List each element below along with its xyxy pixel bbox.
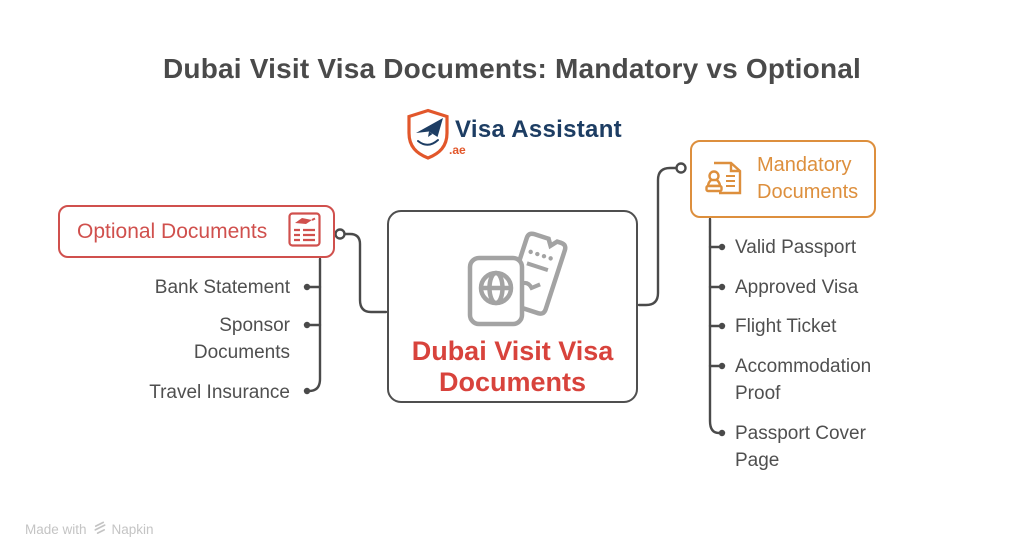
- optional-item-bank-statement: Bank Statement: [154, 277, 290, 298]
- napkin-icon: [92, 520, 107, 538]
- shield-plane-icon: [403, 108, 453, 164]
- passport-ticket-icon: [458, 228, 568, 336]
- connector-center-mandatory: [637, 166, 678, 307]
- stamped-document-icon: [704, 156, 746, 203]
- center-node: Dubai Visit Visa Documents: [387, 210, 638, 403]
- mandatory-item-accommodation-proof: Accommodation Proof: [735, 356, 872, 404]
- mandatory-item-flight-ticket: Flight Ticket: [735, 316, 837, 337]
- mandatory-item-valid-passport: Valid Passport: [735, 237, 857, 258]
- optional-item-travel-insurance: Travel Insurance: [149, 382, 290, 403]
- watermark-made-with: Made with: [25, 521, 87, 537]
- travel-itinerary-icon: [288, 211, 321, 252]
- mandatory-branch-spine: [708, 217, 721, 435]
- watermark-brand: Napkin: [111, 521, 154, 537]
- center-node-label: Dubai Visit Visa Documents: [411, 336, 614, 397]
- brand-name: Visa Assistant: [455, 116, 622, 143]
- mandatory-item-passport-cover-page: Passport Cover Page: [735, 423, 866, 471]
- brand-domain: .ae: [449, 143, 466, 157]
- diagram-title: Dubai Visit Visa Documents: Mandatory vs…: [162, 53, 862, 84]
- mandatory-node-label: Mandatory Documents: [757, 154, 859, 203]
- watermark: Made with Napkin: [25, 520, 154, 538]
- connector-joint-optional: [334, 228, 346, 240]
- mandatory-documents-node: Mandatory Documents: [690, 140, 876, 218]
- optional-documents-node: Optional Documents: [58, 205, 335, 258]
- mandatory-item-approved-visa: Approved Visa: [735, 277, 859, 298]
- connector-optional-center: [343, 232, 388, 314]
- optional-branch-spine: [307, 257, 322, 393]
- connector-joint-mandatory: [675, 162, 687, 174]
- brand-logo: Visa Assistant .ae: [403, 108, 633, 160]
- optional-node-label: Optional Documents: [77, 219, 268, 243]
- optional-item-sponsor-documents: Sponsor Documents: [193, 315, 290, 363]
